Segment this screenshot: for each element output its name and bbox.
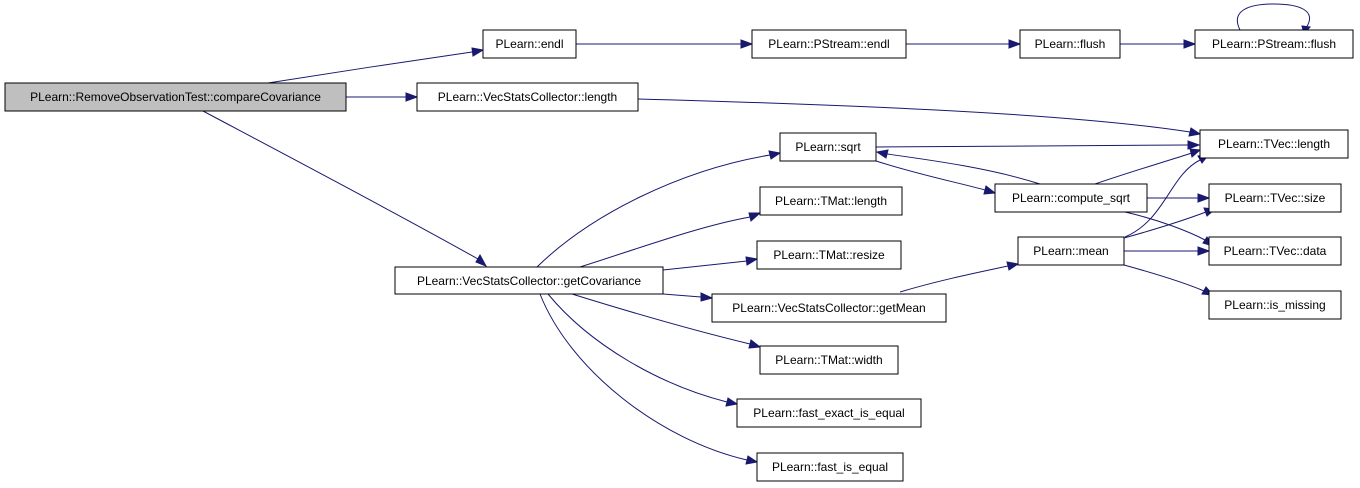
node-getCovariance[interactable]: PLearn::VecStatsCollector::getCovariance xyxy=(394,266,664,295)
node-tvecLength[interactable]: PLearn::TVec::length xyxy=(1199,129,1349,159)
node-label: PLearn::TMat::length xyxy=(775,194,887,208)
node-compareCovariance[interactable]: PLearn::RemoveObservationTest::compareCo… xyxy=(4,82,347,112)
node-label: PLearn::TVec::data xyxy=(1224,244,1327,258)
node-label: PLearn::VecStatsCollector::getCovariance xyxy=(417,274,641,288)
edge-getCovariance-sqrt xyxy=(536,150,782,268)
node-label: PLearn::fast_is_equal xyxy=(772,460,888,474)
node-tmatLength[interactable]: PLearn::TMat::length xyxy=(759,186,903,216)
node-label: PLearn::PStream::flush xyxy=(1212,37,1336,51)
node-label: PLearn::VecStatsCollector::getMean xyxy=(732,301,925,315)
node-label: PLearn::RemoveObservationTest::compareCo… xyxy=(30,90,321,104)
node-label: PLearn::VecStatsCollector::length xyxy=(438,90,617,104)
edge-compareCovariance-getCovariance xyxy=(202,110,488,267)
edge-computeSqrt-tvecLength xyxy=(1094,148,1202,185)
edge-sqrt-computeSqrt xyxy=(875,160,997,195)
node-flush[interactable]: PLearn::flush xyxy=(1019,29,1121,59)
node-pstreamEndl[interactable]: PLearn::PStream::endl xyxy=(751,29,907,59)
edge-compareCovariance-endl xyxy=(267,47,485,84)
node-tmatWidth[interactable]: PLearn::TMat::width xyxy=(759,345,899,375)
node-mean[interactable]: PLearn::mean xyxy=(1017,236,1125,266)
node-getMean[interactable]: PLearn::VecStatsCollector::getMean xyxy=(711,293,947,323)
node-tvecSize[interactable]: PLearn::TVec::size xyxy=(1208,183,1342,213)
edge-getCovariance-fastIsEqual xyxy=(539,293,759,465)
edge-mean-isMissing xyxy=(1123,264,1215,296)
edge-getCovariance-tmatResize xyxy=(662,256,759,271)
edge-getMean-mean xyxy=(899,261,1020,293)
node-label: PLearn::sqrt xyxy=(795,140,861,154)
node-pstreamFlush[interactable]: PLearn::PStream::flush xyxy=(1194,29,1354,59)
node-label: PLearn::is_missing xyxy=(1224,298,1325,312)
node-vscLength[interactable]: PLearn::VecStatsCollector::length xyxy=(416,82,639,112)
node-label: PLearn::TVec::length xyxy=(1218,137,1330,151)
node-tvecData[interactable]: PLearn::TVec::data xyxy=(1208,236,1342,266)
edge-mean-tvecData xyxy=(1124,246,1211,256)
node-fastIsEqual[interactable]: PLearn::fast_is_equal xyxy=(756,452,904,482)
edge-getCovariance-tmatLength xyxy=(579,212,762,268)
node-label: PLearn::TMat::width xyxy=(775,353,882,367)
edge-pstreamEndl-flush xyxy=(906,39,1022,49)
edge-endl-pstreamEndl xyxy=(576,39,754,49)
node-label: PLearn::mean xyxy=(1033,244,1108,258)
edge-computeSqrt-tvecSize xyxy=(1147,193,1211,203)
node-tmatResize[interactable]: PLearn::TMat::resize xyxy=(756,240,902,270)
node-label: PLearn::fast_exact_is_equal xyxy=(753,406,904,420)
node-label: PLearn::TMat::resize xyxy=(773,248,885,262)
edge-flush-pstreamFlush xyxy=(1120,39,1197,49)
node-isMissing[interactable]: PLearn::is_missing xyxy=(1208,290,1342,320)
edge-getCovariance-getMean xyxy=(662,292,714,302)
edge-compareCovariance-vscLength xyxy=(346,92,419,102)
edge-vscLength-tvecLength xyxy=(637,98,1202,137)
node-label: PLearn::compute_sqrt xyxy=(1012,191,1131,205)
node-label: PLearn::flush xyxy=(1035,37,1106,51)
node-computeSqrt[interactable]: PLearn::compute_sqrt xyxy=(994,183,1148,213)
node-sqrt[interactable]: PLearn::sqrt xyxy=(779,132,877,162)
edge-sqrt-tvecLength xyxy=(875,140,1201,150)
node-label: PLearn::TVec::size xyxy=(1225,191,1326,205)
node-label: PLearn::PStream::endl xyxy=(768,37,889,51)
node-label: PLearn::endl xyxy=(495,37,563,51)
edge-computeSqrt-sqrt xyxy=(875,149,1041,185)
edge-getCovariance-fastExactIsEqual xyxy=(547,293,739,407)
edge-getCovariance-tmatWidth xyxy=(571,293,762,349)
node-endl[interactable]: PLearn::endl xyxy=(482,29,577,59)
node-fastExactIsEqual[interactable]: PLearn::fast_exact_is_equal xyxy=(736,398,922,428)
